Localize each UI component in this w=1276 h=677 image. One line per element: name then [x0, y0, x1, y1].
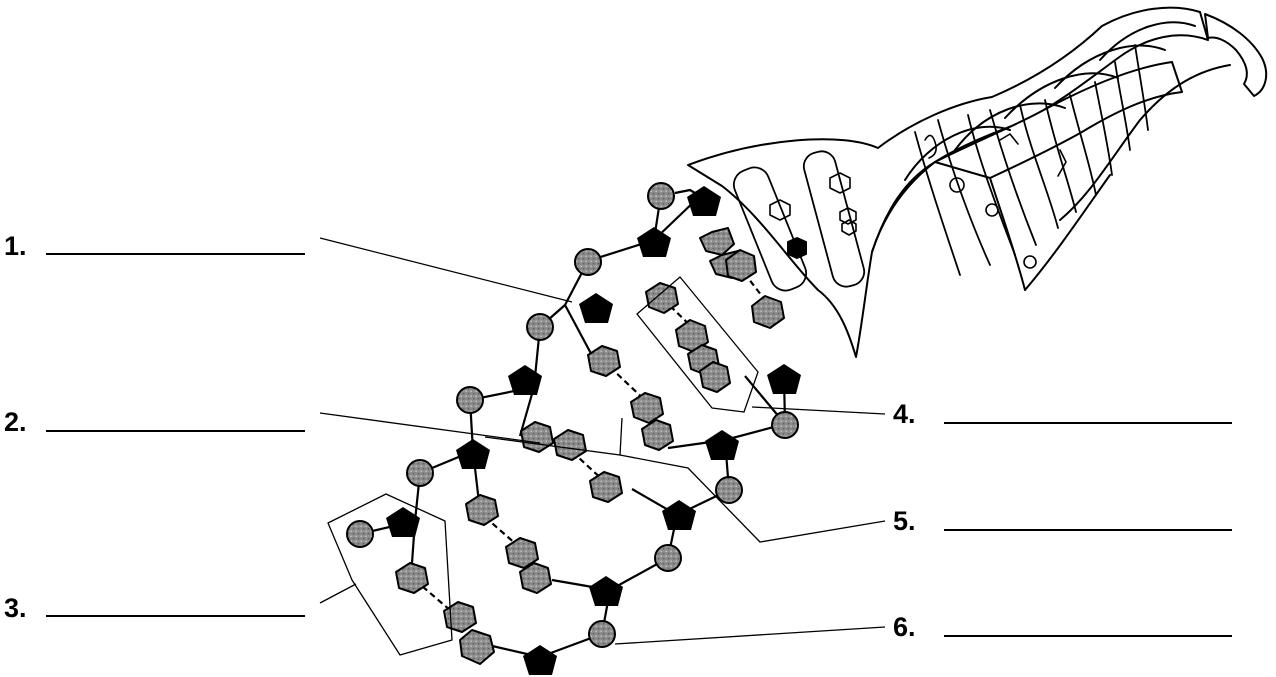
phosphate — [347, 521, 373, 547]
label-number-5: 5. — [893, 506, 916, 536]
leader-line-2 — [320, 413, 540, 443]
label-6: 6. — [893, 612, 1232, 642]
leader-line-3 — [320, 584, 356, 603]
sugar — [589, 576, 623, 606]
phosphate — [648, 183, 674, 209]
leader-line-5 — [620, 455, 885, 542]
sugar — [662, 500, 696, 530]
sugar — [523, 645, 557, 675]
leader-line-6 — [615, 627, 885, 644]
label-5: 5. — [893, 506, 1232, 536]
phosphate — [655, 545, 681, 571]
phosphate — [527, 314, 553, 340]
phosphate — [716, 477, 742, 503]
dna-ladder-model — [328, 183, 801, 675]
sugar — [705, 430, 739, 460]
label-number-2: 2. — [4, 407, 27, 437]
sugar — [456, 439, 490, 469]
sugar — [579, 293, 613, 323]
sugar — [508, 365, 542, 395]
phosphate — [407, 460, 433, 486]
sugar — [637, 227, 671, 257]
phosphate — [772, 412, 798, 438]
label-number-3: 3. — [4, 593, 27, 623]
leader-line-1 — [320, 238, 572, 302]
sugar — [767, 364, 801, 394]
leader-line-2b — [485, 418, 622, 455]
label-number-1: 1. — [4, 231, 27, 261]
label-4: 4. — [893, 399, 1232, 429]
helix-ribbon-tail — [1205, 14, 1266, 96]
label-2: 2. — [4, 407, 305, 437]
leader-line-4 — [752, 407, 885, 414]
label-3: 3. — [4, 593, 305, 623]
phosphate — [589, 621, 615, 647]
helix-sugar-glyph — [788, 238, 806, 258]
label-number-6: 6. — [893, 612, 916, 642]
phosphate — [457, 387, 483, 413]
phosphate — [575, 249, 601, 275]
label-number-4: 4. — [893, 399, 916, 429]
label-1: 1. — [4, 231, 305, 261]
